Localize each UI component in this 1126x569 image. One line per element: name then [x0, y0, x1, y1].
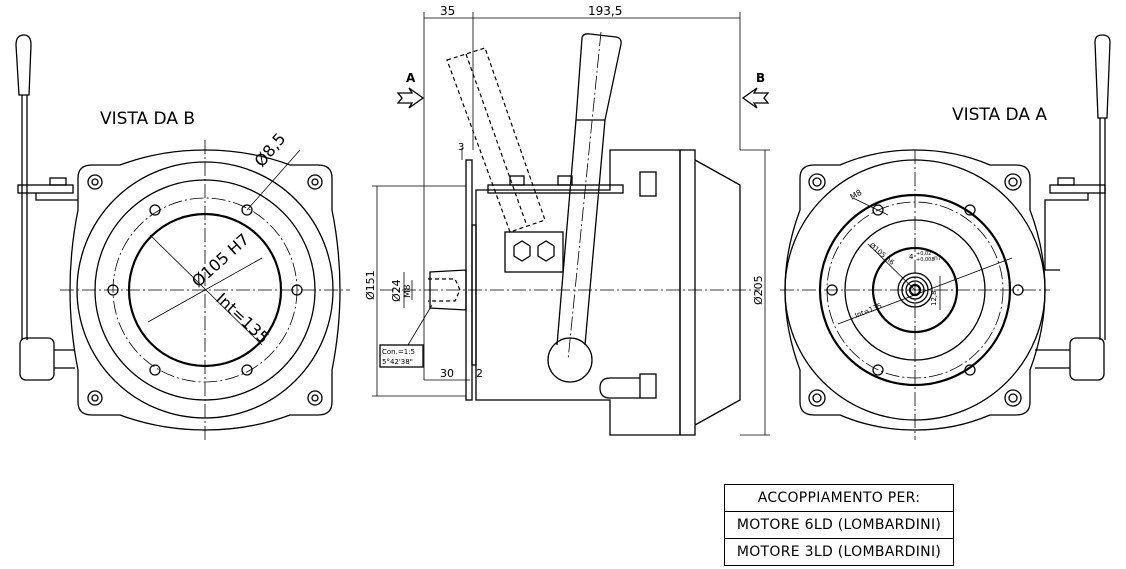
- left-bolt-circle-label: Int=135: [212, 289, 273, 347]
- left-lever: [15, 34, 78, 381]
- right-corner-bolts: [808, 173, 1022, 407]
- side-view: 35 193,5 A B 3: [364, 4, 770, 436]
- key-tol-lower: +0,008: [916, 257, 935, 263]
- right-view-title: VISTA DA A: [952, 105, 1047, 125]
- dim-35: 35: [440, 4, 455, 18]
- right-lever: [1035, 34, 1111, 381]
- legend-row: MOTORE 3LD (LOMBARDINI): [736, 544, 942, 560]
- key-width-label: 4: [909, 253, 914, 261]
- key-height-label: 12,8: [930, 290, 938, 306]
- left-hole-dia-label: Ø8,5: [251, 129, 290, 170]
- right-bolt-circle-label: Int=135: [854, 302, 883, 320]
- taper-angle-label: 5°42'38": [382, 358, 413, 366]
- view-arrow-b-icon: [741, 87, 770, 109]
- dim-30: 30: [440, 367, 454, 380]
- view-arrow-a-icon: [396, 87, 425, 109]
- dim-24: Ø24: [390, 279, 403, 302]
- left-corner-bolts: [87, 174, 323, 406]
- left-bore-holes: [107, 204, 303, 376]
- dim-151: Ø151: [364, 270, 377, 300]
- legend-row: MOTORE 6LD (LOMBARDINI): [725, 512, 953, 539]
- coupling-legend-box: ACCOPPIAMENTO PER: MOTORE 6LD (LOMBARDIN…: [724, 484, 954, 566]
- dim-m8: M8: [403, 284, 413, 298]
- right-view: VISTA DA A M8 Ø105 h6 4 +0,02 +0,008: [780, 34, 1111, 440]
- dim-193-5: 193,5: [588, 4, 622, 18]
- right-thread-label: M8: [849, 188, 864, 202]
- dim-2: 2: [476, 367, 483, 380]
- dim-205: Ø205: [752, 275, 765, 305]
- left-bore-dia-label: Ø105 H7: [188, 230, 253, 291]
- right-bore-holes: [826, 204, 1024, 376]
- key-fit-label: n7: [934, 255, 942, 262]
- dim-3: 3: [458, 142, 464, 153]
- arrow-b-label: B: [756, 71, 765, 85]
- taper-ratio-label: Con.=1:5: [382, 348, 415, 356]
- key-tol-upper: +0,02: [916, 251, 931, 257]
- arrow-a-label: A: [406, 71, 416, 85]
- left-view-title: VISTA DA B: [100, 109, 195, 129]
- legend-title: ACCOPPIAMENTO PER:: [725, 485, 953, 512]
- left-view: VISTA DA B Ø8,5 Ø105 H7 Int=135: [15, 34, 350, 440]
